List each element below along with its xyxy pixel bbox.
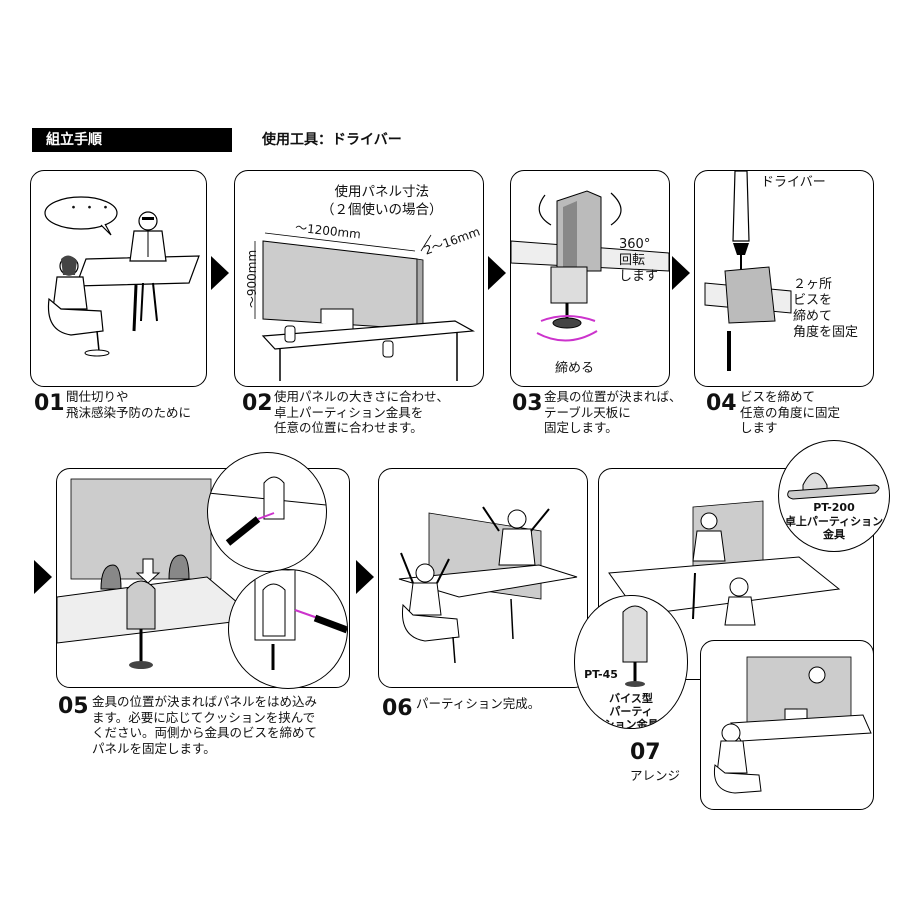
screw-label: ２ヶ所 ビスを 締めて 角度を固定 [793, 277, 859, 340]
illustration-insert-panel [57, 478, 259, 669]
panel-arrangement-inner [700, 640, 874, 810]
step-number-04: 04 [706, 391, 737, 416]
illustration-arrangement [608, 500, 841, 626]
illustration-consultation [44, 196, 200, 357]
step-number-01: 01 [34, 391, 65, 416]
arrow-right-icon [34, 560, 52, 594]
step-caption-05: 金具の位置が決まればパネルをはめ込み ます。必要に応じてクッションを挟んで くだ… [92, 694, 318, 756]
illustration-screwdriver [704, 171, 792, 371]
panel-step-06 [378, 468, 588, 688]
illustration-screw-detail [254, 570, 347, 670]
pt-200-name: 卓上パーティション 金具 [784, 515, 884, 541]
step-number-02: 02 [242, 391, 273, 416]
pt-200-model: PT-200 [813, 501, 855, 514]
header-title: 組立手順 [46, 132, 102, 148]
panel-height-label: ～900mm [245, 249, 260, 309]
arrow-right-icon [356, 560, 374, 594]
panel-step-04: ドライバー ２ヶ所 ビスを 締めて 角度を固定 [694, 170, 874, 387]
step-caption-07: アレンジ [630, 768, 681, 783]
step-caption-01: 間仕切りや 飛沫感染予防のために [66, 389, 192, 420]
illustration-partition-complete [398, 506, 578, 664]
step-caption-06: パーティション完成。 [416, 696, 541, 711]
clamp-pt-45-icon [622, 605, 648, 687]
step-number-03: 03 [512, 391, 543, 416]
panel-size-title: 使用パネル寸法 （２個使いの場合） [321, 184, 443, 218]
panel-step-02: 使用パネル寸法 （２個使いの場合） ～1200mm ～900mm 2～16mm [234, 170, 484, 387]
speech-bubble-text: ・・・ [67, 201, 116, 216]
arrow-right-icon [211, 256, 229, 290]
arrow-right-icon [488, 256, 506, 290]
step-caption-04: ビスを締めて 任意の角度に固定 します [740, 389, 841, 435]
step-caption-02: 使用パネルの大きさに合わせ、 卓上パーティション金具を 任意の位置に合わせます。 [274, 389, 450, 435]
pt-45-model: PT-45 [584, 668, 618, 681]
detail-circle-screw-left [207, 452, 327, 572]
step-number-05: 05 [58, 694, 89, 719]
rotate-label: 360° 回転 します [619, 237, 659, 284]
illustration-screw-detail [208, 476, 326, 546]
arrow-right-icon [672, 256, 690, 290]
step-caption-03: 金具の位置が決まれば、 テーブル天板に 固定します。 [544, 389, 682, 435]
tool-label: 使用工具：ドライバー [262, 132, 402, 148]
step-number-07: 07 [630, 740, 661, 765]
detail-circle-screw-right [228, 569, 348, 689]
illustration-desk-partition [713, 656, 872, 794]
product-circle-pt-45: PT-45 バイス型 パーティ ション金具 [574, 595, 688, 729]
step-number-06: 06 [382, 696, 413, 721]
clamp-pt-200-icon [787, 472, 880, 500]
pt-45-name: バイス型 パーティ ション金具 [603, 692, 659, 729]
tighten-label: 締める [555, 361, 595, 376]
header-bar: 組立手順 [32, 128, 232, 152]
illustration-panel-size [254, 232, 475, 381]
panel-step-01: ・・・ [30, 170, 207, 387]
driver-label: ドライバー [761, 175, 826, 190]
panel-step-03: 360° 回転 します 締める [510, 170, 670, 387]
product-circle-pt-200: PT-200 卓上パーティション 金具 [778, 440, 890, 552]
illustration-clamp-rotate [511, 190, 669, 342]
